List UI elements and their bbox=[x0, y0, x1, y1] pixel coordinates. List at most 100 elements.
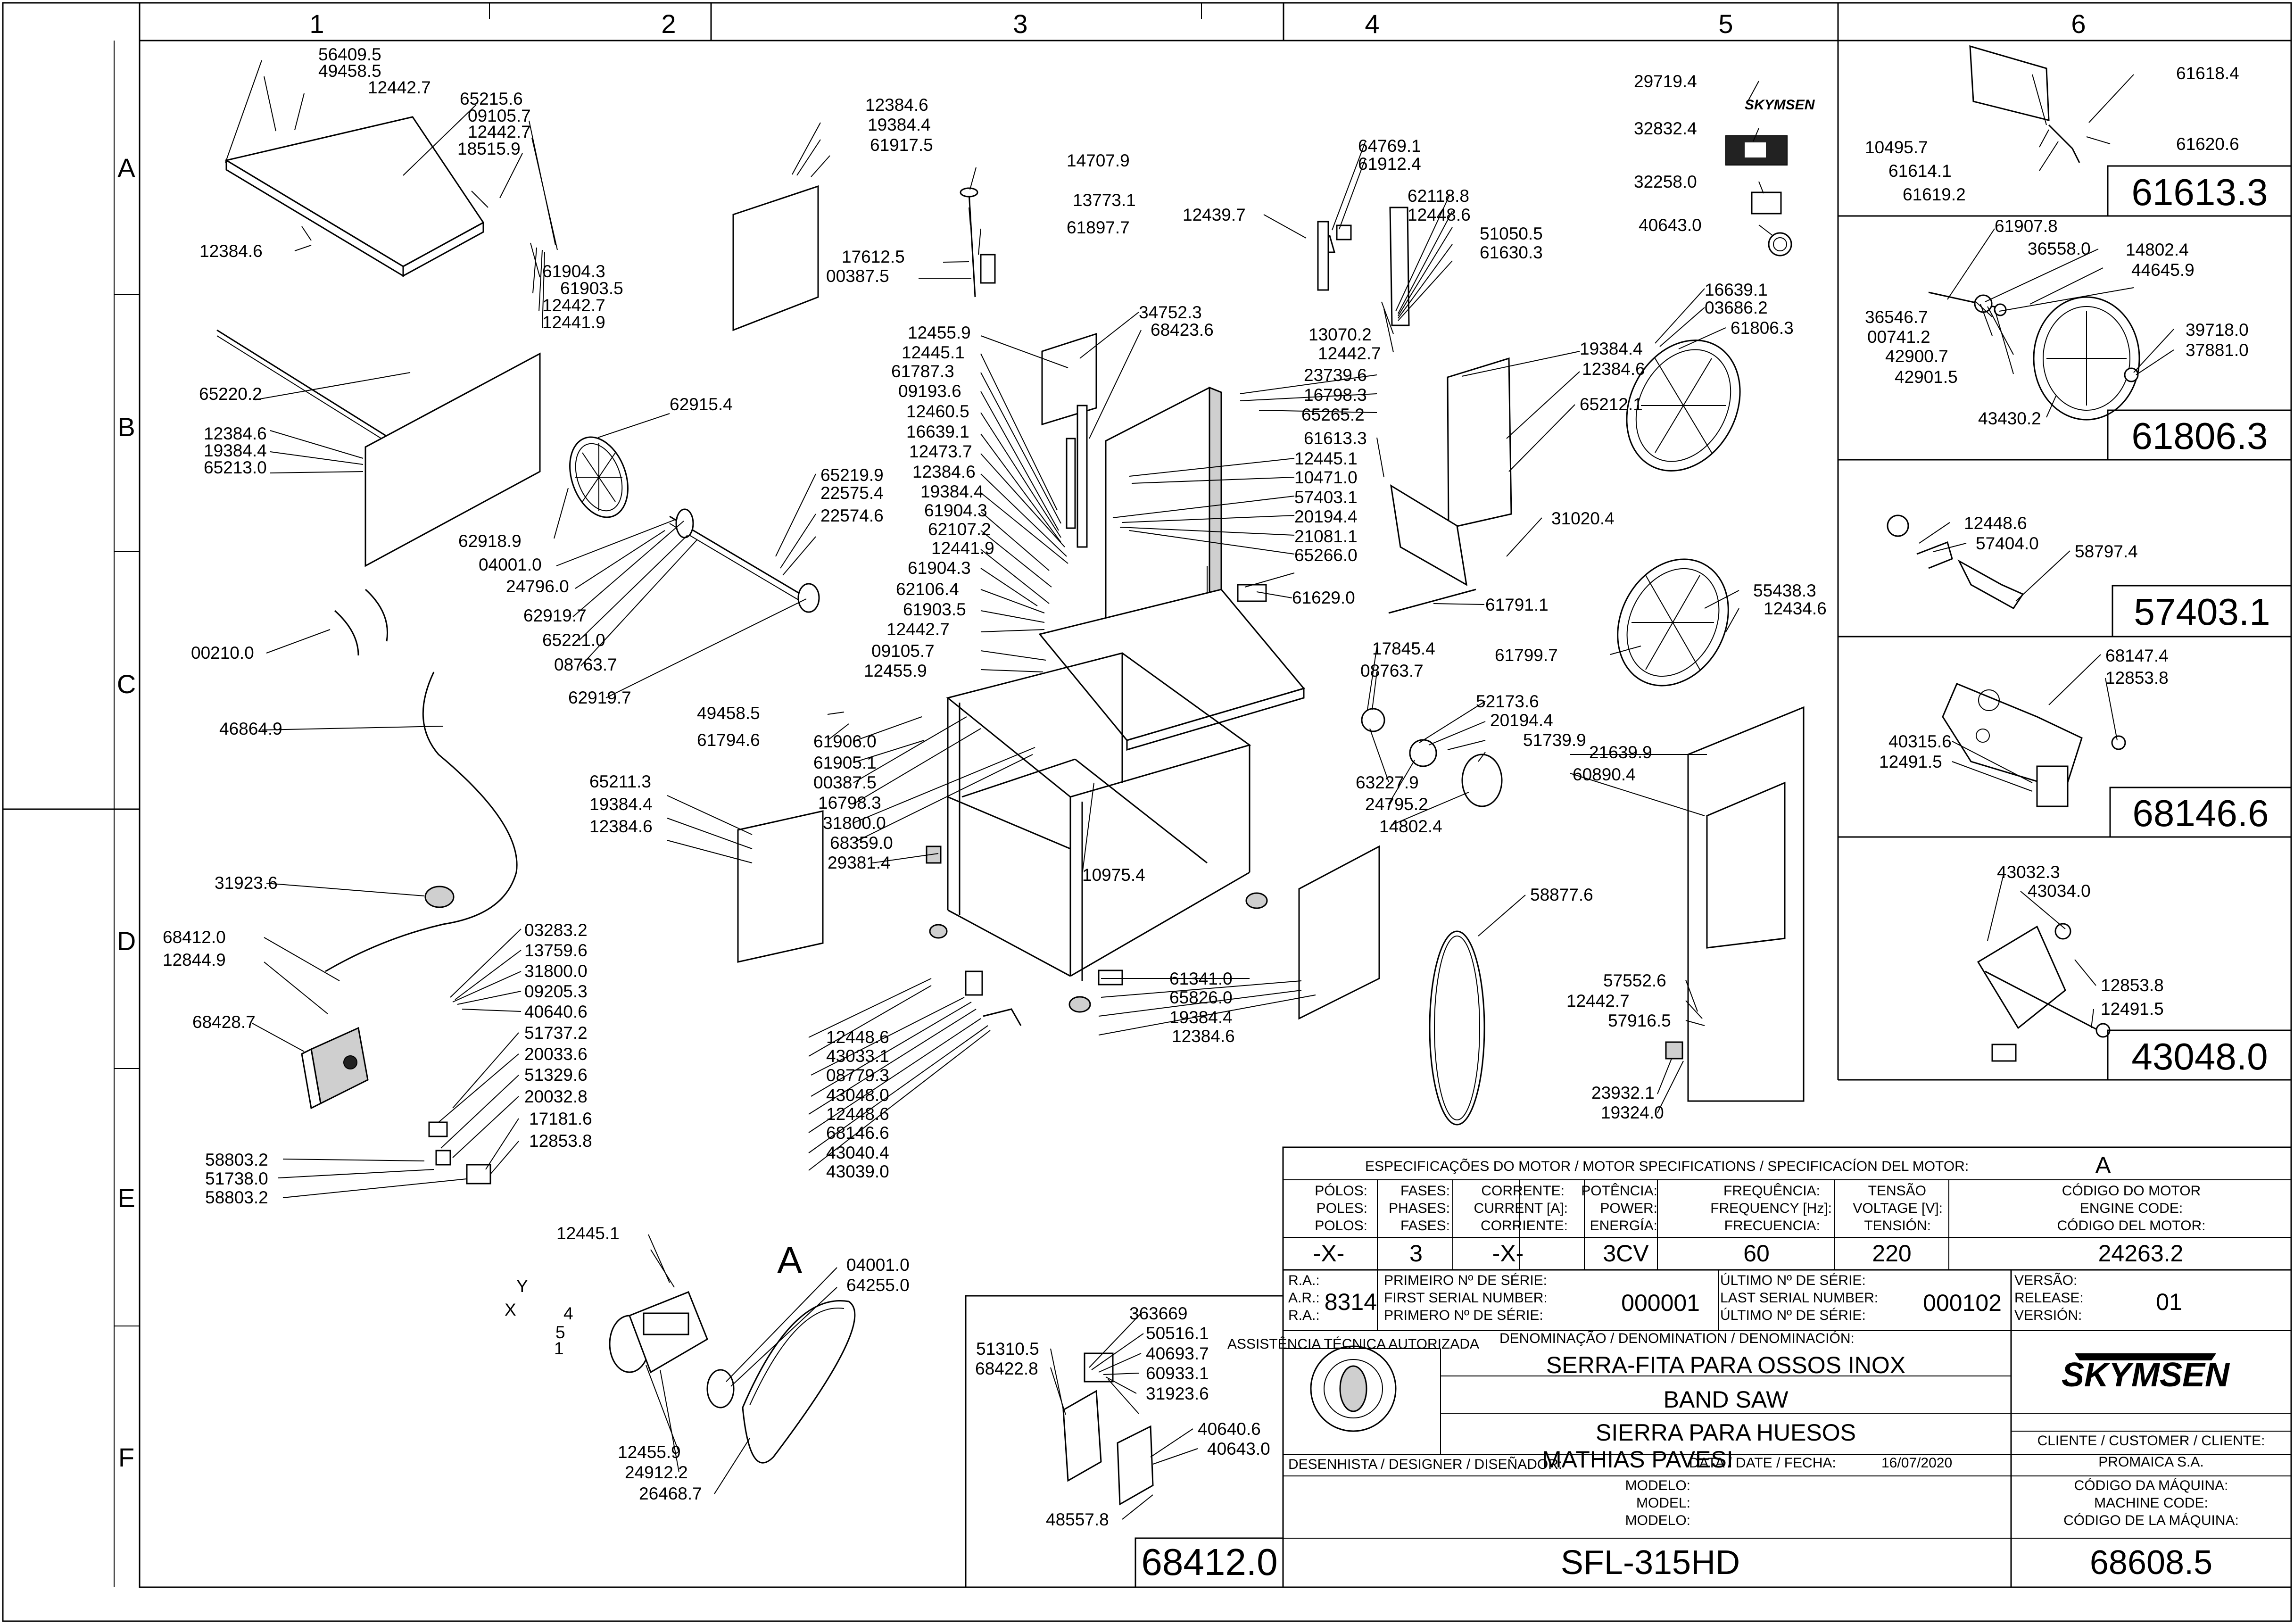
callout: 58877.6 bbox=[1530, 885, 1593, 904]
column-label: 4 bbox=[1365, 9, 1379, 39]
callout: 68412.0 bbox=[163, 928, 226, 947]
column-label: 1 bbox=[309, 9, 324, 39]
callout: 61905.1 bbox=[813, 753, 877, 772]
skymsen-sticker-text: SKYMSEN bbox=[1745, 97, 1815, 113]
callout: 51737.2 bbox=[524, 1023, 588, 1043]
callout: 62919.7 bbox=[523, 606, 587, 625]
callout: 61791.1 bbox=[1485, 595, 1549, 614]
callout: 61341.0 bbox=[1169, 969, 1233, 988]
svg-text:POLES:: POLES: bbox=[1317, 1201, 1367, 1216]
machine-code-value: 68608.5 bbox=[2090, 1544, 2212, 1582]
callout: 09105.7 bbox=[871, 641, 935, 661]
callout: 62106.4 bbox=[896, 580, 959, 599]
name-es: SIERRA PARA HUESOS bbox=[1596, 1419, 1856, 1446]
callout: 10471.0 bbox=[1294, 468, 1358, 487]
callout: 65219.9 bbox=[820, 465, 884, 485]
callout: 20032.8 bbox=[524, 1087, 588, 1106]
callout: 16798.3 bbox=[1304, 385, 1367, 405]
svg-text:VERSÃO:: VERSÃO: bbox=[2014, 1272, 2077, 1288]
callout: 31800.0 bbox=[823, 813, 886, 833]
model-value: SFL-315HD bbox=[1561, 1544, 1740, 1582]
svg-text:POWER:: POWER: bbox=[1600, 1201, 1657, 1216]
svg-text:MODEL:: MODEL: bbox=[1636, 1495, 1690, 1511]
callout: 13070.2 bbox=[1308, 325, 1372, 344]
panel-code: 68412.0 bbox=[1141, 1541, 1277, 1583]
panel-label: 57404.0 bbox=[1976, 534, 2039, 553]
row-label: E bbox=[117, 1183, 135, 1213]
callout-labels: 56409.5 49458.5 12442.7 65215.6 09105.7 … bbox=[163, 45, 1827, 1529]
svg-text:CÓDIGO DE LA MÁQUINA:: CÓDIGO DE LA MÁQUINA: bbox=[2063, 1513, 2239, 1528]
svg-text:POTÊNCIA:: POTÊNCIA: bbox=[1581, 1183, 1657, 1199]
panel-label: 37881.0 bbox=[2186, 340, 2249, 360]
callout: 62919.7 bbox=[568, 688, 631, 707]
callout: 19384.4 bbox=[868, 115, 931, 134]
lever-part bbox=[965, 970, 983, 996]
callout: 34752.3 bbox=[1139, 303, 1202, 322]
band-blade-part bbox=[1429, 930, 1485, 1126]
svg-text:PÓLOS:: PÓLOS: bbox=[1315, 1183, 1367, 1199]
callout: 43048.0 bbox=[826, 1085, 889, 1105]
motor-marker: A bbox=[777, 1239, 803, 1281]
date-value: 16/07/2020 bbox=[1881, 1455, 1952, 1471]
callout: 65826.0 bbox=[1169, 988, 1233, 1007]
callout: 20033.6 bbox=[524, 1044, 588, 1064]
callout: 40640.6 bbox=[524, 1002, 588, 1021]
motor-wire-label: 1 bbox=[554, 1339, 564, 1358]
blade-guard-part bbox=[1390, 484, 1467, 586]
callout: 12448.6 bbox=[1408, 205, 1471, 224]
callout: 16639.1 bbox=[906, 422, 969, 441]
callout: 62118.8 bbox=[1408, 186, 1469, 206]
poles-value: -X- bbox=[1313, 1240, 1345, 1267]
svg-text:CÓDIGO DA MÁQUINA:: CÓDIGO DA MÁQUINA: bbox=[2074, 1478, 2228, 1493]
callout: 23739.6 bbox=[1304, 365, 1367, 385]
svg-text:FREQUENCY [Hz]:: FREQUENCY [Hz]: bbox=[1710, 1201, 1832, 1216]
client-value: PROMAICA S.A. bbox=[2098, 1454, 2203, 1470]
svg-text:VERSIÓN:: VERSIÓN: bbox=[2014, 1308, 2082, 1323]
callout: 46864.9 bbox=[219, 719, 282, 738]
callout: 49458.5 bbox=[697, 704, 760, 723]
callout: 26468.7 bbox=[639, 1484, 702, 1503]
callout: 14707.9 bbox=[1067, 151, 1130, 170]
callout: 16639.1 bbox=[1705, 280, 1768, 299]
callout: 61613.3 bbox=[1304, 429, 1367, 448]
svg-text:CORRIENTE:: CORRIENTE: bbox=[1481, 1218, 1568, 1234]
callout: 61630.3 bbox=[1480, 243, 1543, 262]
callout: 61904.3 bbox=[924, 501, 987, 520]
svg-text:MACHINE CODE:: MACHINE CODE: bbox=[2094, 1495, 2208, 1511]
row-label: F bbox=[118, 1442, 134, 1472]
designer-value: MATHIAS PAVESI bbox=[1542, 1446, 1733, 1473]
panel-label: 43034.0 bbox=[2028, 881, 2091, 901]
svg-text:CORRENTE:: CORRENTE: bbox=[1481, 1183, 1565, 1199]
callout: 60933.1 bbox=[1146, 1364, 1209, 1383]
callout: 22575.4 bbox=[820, 483, 884, 503]
client-label: CLIENTE / CUSTOMER / CLIENTE: bbox=[2037, 1433, 2265, 1449]
callout: 12445.1 bbox=[902, 343, 965, 362]
callout: 17612.5 bbox=[842, 247, 905, 266]
callout: 03686.2 bbox=[1705, 298, 1768, 317]
column-label: 2 bbox=[661, 9, 676, 39]
panel-label: 14802.4 bbox=[2126, 240, 2189, 259]
cable-part bbox=[325, 671, 518, 972]
callout: 12384.6 bbox=[204, 424, 267, 443]
base-frame-part bbox=[946, 652, 1251, 981]
callout: 68422.8 bbox=[975, 1359, 1038, 1378]
callout: 51739.9 bbox=[1523, 730, 1586, 750]
upper-guard-part bbox=[1389, 207, 1410, 326]
callout: 60890.4 bbox=[1573, 765, 1636, 784]
callout: 61799.7 bbox=[1495, 646, 1558, 665]
callout: 12384.6 bbox=[1582, 359, 1645, 379]
svg-text:CÓDIGO DO MOTOR: CÓDIGO DO MOTOR bbox=[2062, 1183, 2201, 1199]
callout: 65211.3 bbox=[589, 772, 651, 791]
callout: 68428.7 bbox=[192, 1012, 256, 1032]
callout: 12434.6 bbox=[1764, 599, 1827, 618]
panel-label: 42900.7 bbox=[1885, 347, 1948, 366]
callout: 65266.0 bbox=[1294, 546, 1358, 565]
voltage-value: 220 bbox=[1872, 1240, 1911, 1267]
callout: 13773.1 bbox=[1073, 191, 1136, 210]
table-top-part bbox=[224, 116, 489, 277]
callout: 61912.4 bbox=[1358, 154, 1421, 174]
ra-value: 8314 bbox=[1325, 1289, 1377, 1315]
first-serial-value: 000001 bbox=[1621, 1290, 1700, 1316]
rear-panel-part bbox=[364, 352, 541, 567]
panel-code: 61613.3 bbox=[2131, 171, 2268, 213]
